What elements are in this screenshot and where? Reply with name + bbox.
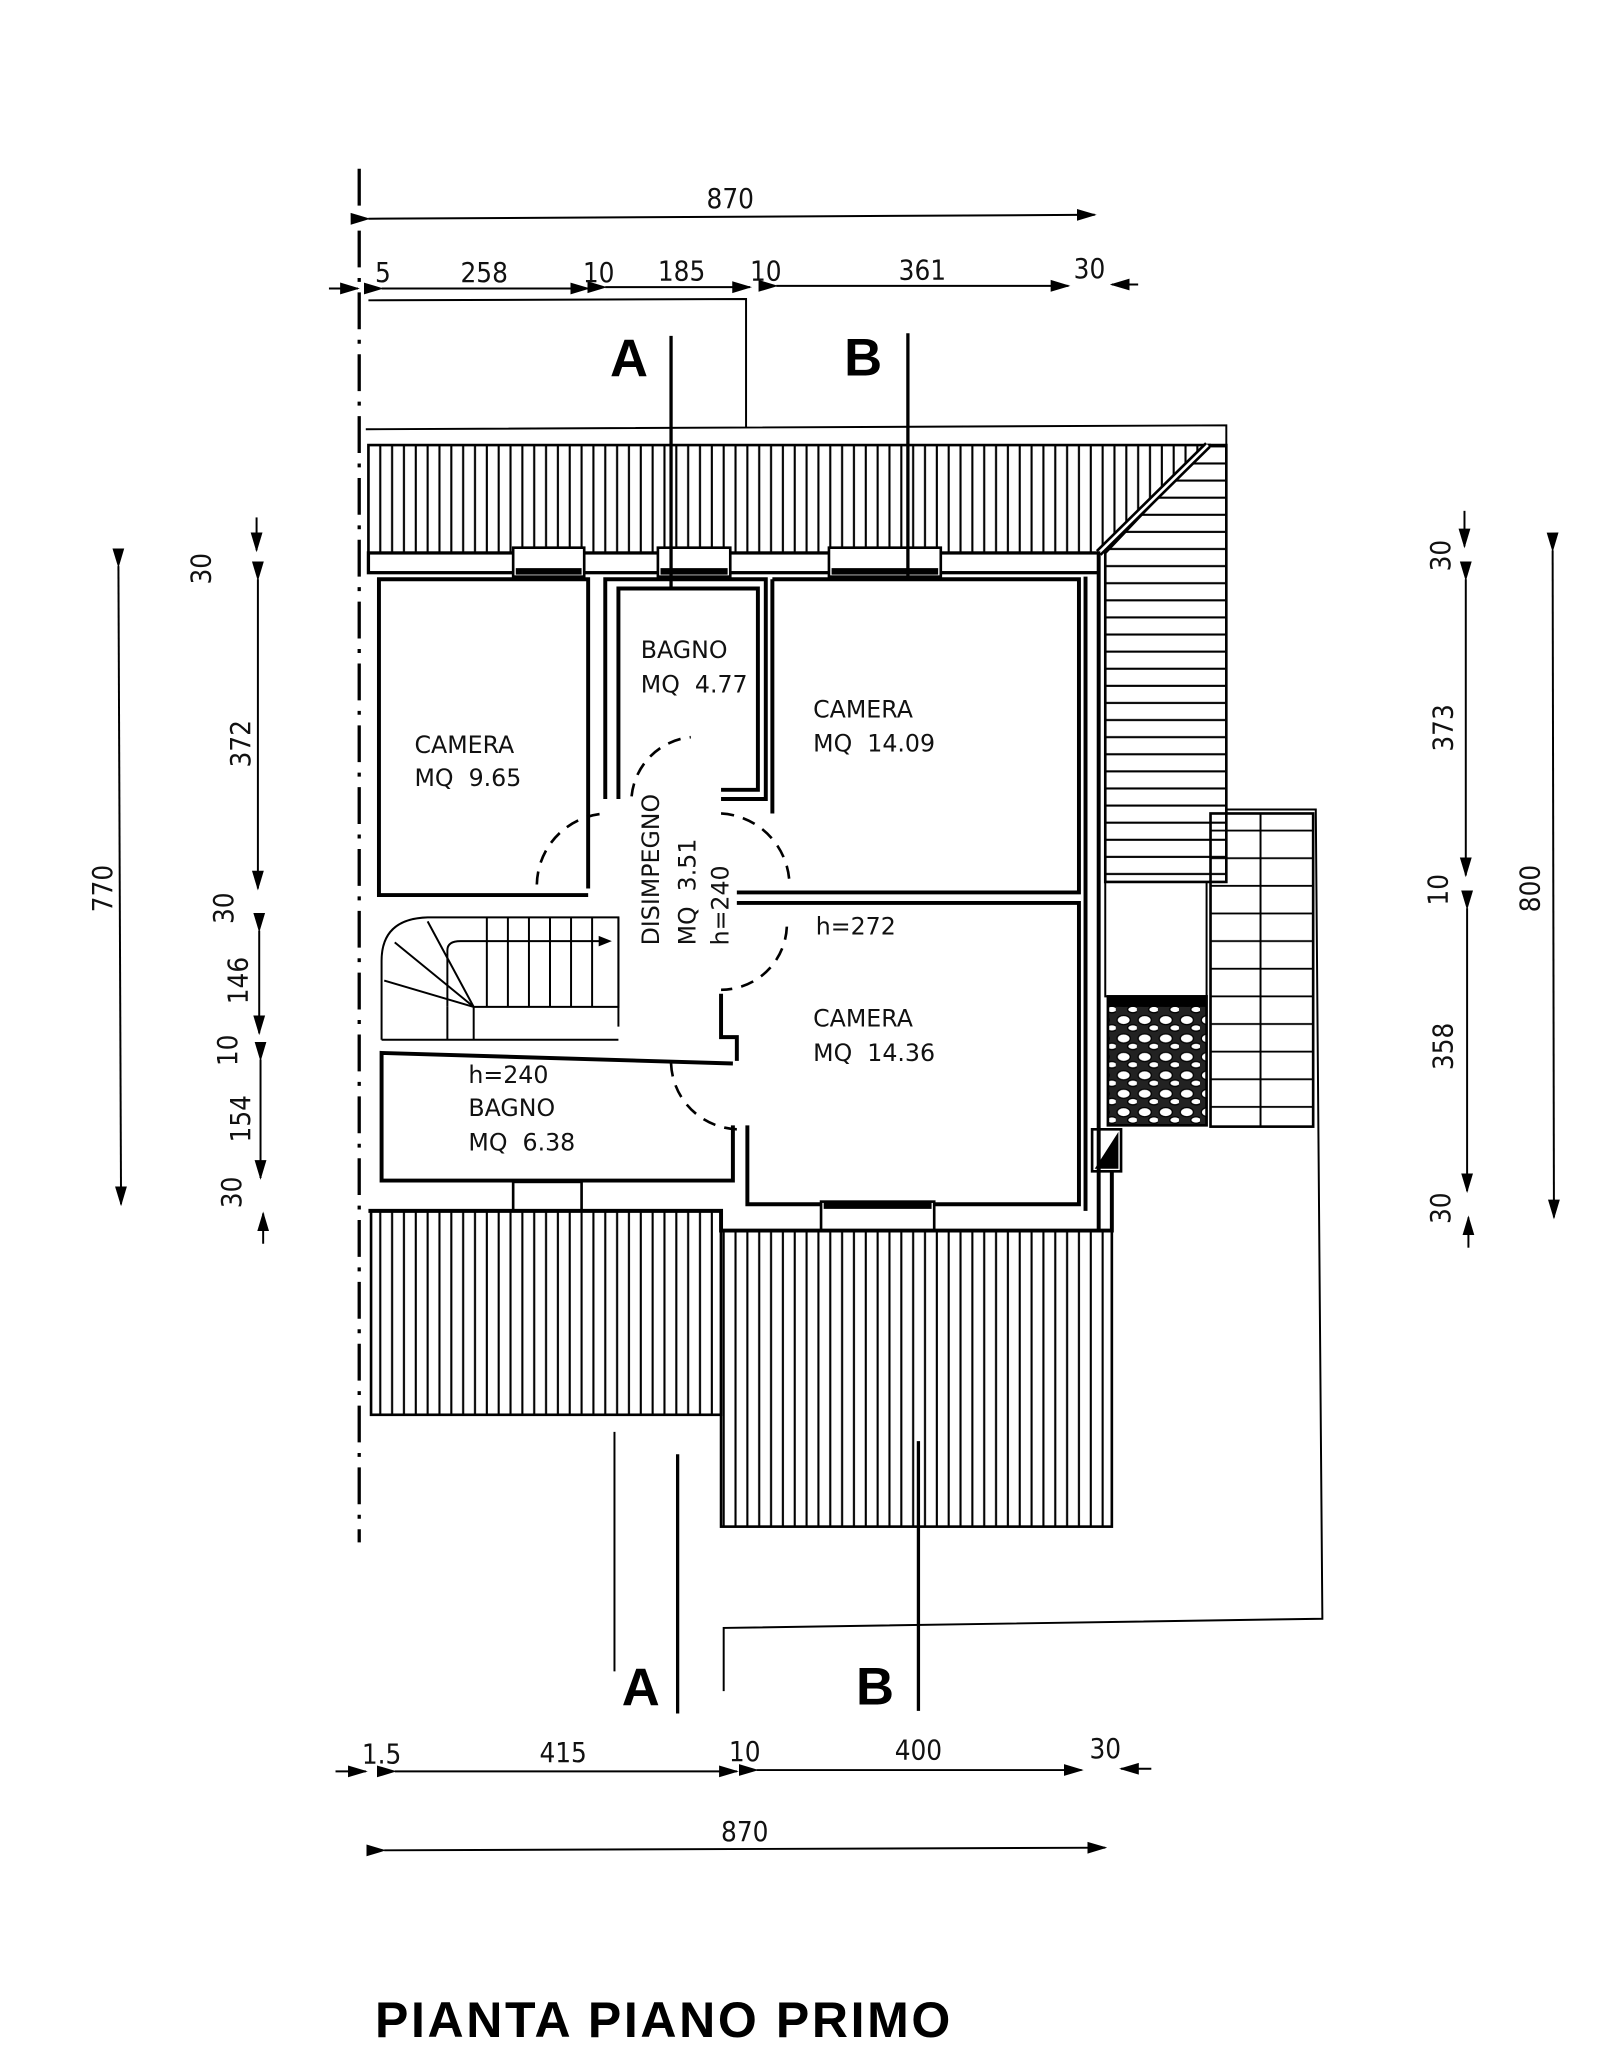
room-name: CAMERA: [414, 731, 514, 759]
dim-left-total: 770: [86, 865, 119, 912]
room-camera-14-36: h=272 CAMERA MQ 14.36: [813, 913, 935, 1067]
room-area: MQ 4.77: [641, 670, 748, 698]
room-camera-9-65: CAMERA MQ 9.65: [414, 731, 521, 792]
dim-bottom-0: 1.5: [362, 1737, 402, 1770]
section-a-bottom: A: [622, 1659, 660, 1718]
dim-top-5: 361: [899, 253, 946, 286]
right-dimensions: 800 30 373 10 358 30: [1421, 510, 1560, 1248]
room-name: BAGNO: [641, 636, 728, 664]
room-area: MQ 14.36: [813, 1039, 935, 1067]
room-area: MQ 9.65: [414, 764, 521, 792]
dim-top-6: 30: [1074, 252, 1106, 285]
walls: [366, 546, 1114, 1233]
room-bagno-6-38: h=240 BAGNO MQ 6.38: [468, 1061, 575, 1156]
dim-top-3: 185: [658, 255, 705, 288]
dim-left-5: 154: [224, 1095, 257, 1142]
room-height: h=240: [707, 865, 735, 945]
drawing-title: PIANTA PIANO PRIMO: [375, 1992, 953, 2048]
room-name: DISIMPEGNO: [637, 794, 665, 946]
dim-bottom-2: 10: [729, 1735, 761, 1768]
bottom-dimensions: 1.5 415 10 400 30 870: [335, 1732, 1152, 1857]
dim-bottom-total: 870: [721, 1815, 768, 1848]
dim-left-0: 30: [185, 553, 218, 585]
dim-right-2: 10: [1421, 874, 1454, 906]
dim-left-3: 146: [221, 957, 254, 1004]
room-camera-14-09: CAMERA MQ 14.09: [813, 695, 935, 757]
section-b-top: B: [844, 328, 882, 387]
dim-top-4: 10: [750, 255, 782, 288]
section-markers: A B A B: [610, 328, 921, 1718]
room-area: MQ 6.38: [468, 1128, 575, 1156]
room-name: CAMERA: [813, 1005, 913, 1033]
room-height: h=240: [468, 1061, 548, 1089]
left-dimensions: 770 30 372 30 146 10 154 30: [86, 517, 270, 1244]
top-dimensions: 870 5 258 10 185 10 361 30: [328, 182, 1139, 295]
dim-bottom-3: 400: [895, 1734, 942, 1767]
door-swings: [535, 735, 791, 1131]
dim-right-4: 30: [1424, 1192, 1457, 1224]
dim-right-total: 800: [1513, 865, 1546, 912]
room-area: MQ 3.51: [674, 839, 702, 946]
room-height: h=272: [816, 913, 896, 941]
room-name: CAMERA: [813, 695, 913, 723]
section-b-bottom: B: [856, 1657, 894, 1716]
dim-right-3: 358: [1427, 1023, 1460, 1070]
dim-bottom-1: 415: [539, 1736, 586, 1769]
room-bagno-4-77: BAGNO MQ 4.77: [641, 636, 748, 698]
dim-left-1: 372: [224, 720, 257, 767]
dim-top-2: 10: [583, 256, 615, 289]
dim-left-4: 10: [211, 1035, 244, 1067]
dim-top-1: 258: [460, 256, 507, 289]
dim-bottom-4: 30: [1089, 1732, 1121, 1765]
roof-hatching: [367, 442, 1228, 1528]
dim-left-6: 30: [215, 1177, 248, 1209]
room-area: MQ 14.09: [813, 730, 935, 758]
dim-top-total: 870: [707, 182, 754, 215]
room-disimpegno: DISIMPEGNO MQ 3.51 h=240: [637, 794, 735, 946]
staircase: [380, 916, 620, 1041]
section-a-top: A: [610, 330, 648, 389]
dim-right-1: 373: [1427, 704, 1460, 751]
dim-left-2: 30: [207, 892, 240, 924]
room-name: BAGNO: [468, 1094, 555, 1122]
dim-top-0: 5: [375, 256, 391, 289]
dim-right-0: 30: [1424, 540, 1457, 572]
